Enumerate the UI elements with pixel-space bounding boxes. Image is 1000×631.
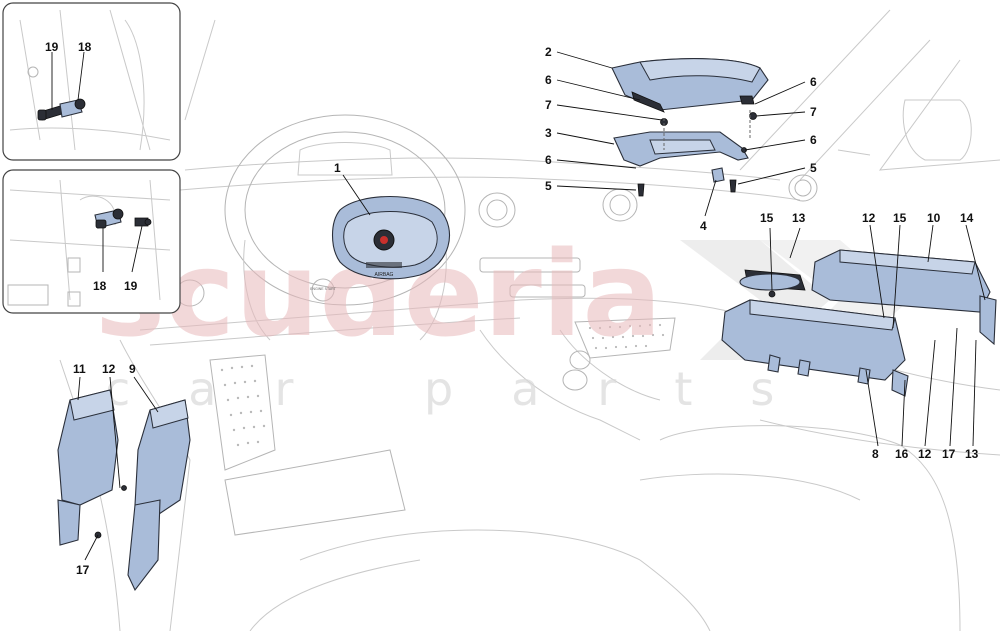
perforation-left [220, 364, 266, 447]
side-airbag-9 [127, 399, 191, 592]
callout-18a: 18 [78, 40, 92, 54]
callout-2: 2 [545, 45, 552, 59]
callout-1: 1 [334, 161, 341, 175]
callout-16: 16 [895, 447, 909, 461]
callout-13b: 13 [965, 447, 979, 461]
callout-9: 9 [129, 362, 136, 376]
callout-11: 11 [73, 362, 86, 376]
knee-airbag-right [739, 249, 997, 346]
callout-4: 4 [700, 219, 707, 233]
knee-cover-8 [721, 299, 909, 397]
nut-7b [749, 112, 757, 120]
airbag-mark: AIRBAG [375, 272, 394, 278]
callout-3: 3 [545, 126, 552, 140]
callout-6d: 6 [810, 133, 817, 147]
callout-5a: 5 [545, 179, 552, 193]
callout-6a: 6 [545, 73, 552, 87]
callout-7b: 7 [810, 105, 817, 119]
callout-17a: 17 [76, 563, 90, 577]
sensor-part-top [37, 98, 86, 121]
bracket-14 [979, 295, 997, 346]
perforation-right [588, 323, 665, 350]
callout-8: 8 [872, 447, 879, 461]
bolt-5b [729, 179, 737, 193]
callout-5b: 5 [810, 161, 817, 175]
callout-19b: 19 [124, 279, 138, 293]
callout-14: 14 [960, 211, 974, 225]
callout-labels: 1 2 3 4 5 5 6 6 6 6 7 7 8 9 10 11 12 12 … [45, 40, 979, 577]
fasteners [637, 112, 757, 197]
callout-13a: 13 [792, 211, 806, 225]
callout-12b: 12 [102, 362, 116, 376]
callout-10: 10 [927, 211, 941, 225]
callout-12a: 12 [862, 211, 876, 225]
inset-bottom [2, 169, 181, 314]
callout-15b: 15 [893, 211, 907, 225]
side-airbag-11 [57, 389, 127, 546]
callout-15a: 15 [760, 211, 774, 225]
bolt-5a [637, 183, 645, 197]
callout-12c: 12 [918, 447, 932, 461]
watermark-sub: car parts [105, 362, 832, 416]
driver-airbag: AIRBAG [331, 196, 450, 280]
callout-19a: 19 [45, 40, 59, 54]
leader-lines [77, 51, 986, 561]
watermark: scuderia car parts [95, 225, 910, 416]
engine-start-label: ENGINE START [310, 287, 336, 291]
callout-6b: 6 [545, 153, 552, 167]
airbag-bracket [613, 131, 749, 167]
callout-6c: 6 [810, 75, 817, 89]
inset-top [2, 2, 181, 161]
sensor-part-bottom [94, 208, 152, 229]
callout-7a: 7 [545, 98, 552, 112]
passenger-airbag-module [611, 58, 769, 113]
clip-4 [711, 167, 725, 183]
callout-17b: 17 [942, 447, 956, 461]
callout-18b: 18 [93, 279, 107, 293]
